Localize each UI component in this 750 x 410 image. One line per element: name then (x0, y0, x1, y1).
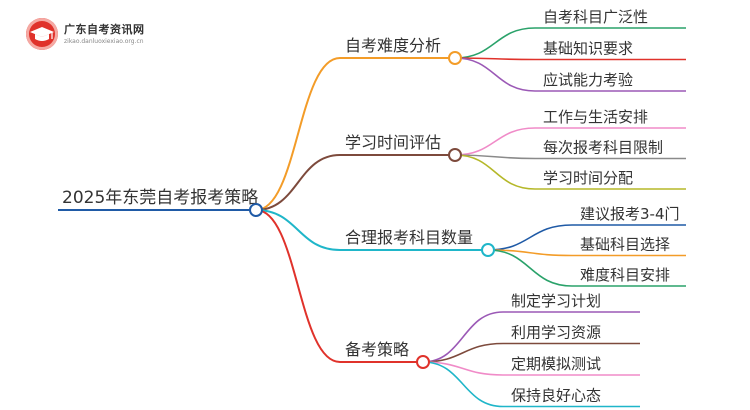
leaf-label: 每次报考科目限制 (543, 139, 663, 157)
graduation-cap-icon (26, 18, 58, 50)
branch-connector (255, 209, 341, 363)
leaf-label: 学习时间分配 (543, 169, 633, 187)
leaf-connector (454, 154, 536, 190)
branch-connector (255, 209, 341, 251)
leaf-label: 保持良好心态 (511, 387, 601, 405)
leaf-connector (454, 57, 536, 92)
site-logo[interactable]: 广东自考资讯网 zikao.danluoxiexiao.org.cn (26, 18, 156, 52)
leaf-connector (454, 57, 536, 61)
branch-node[interactable] (448, 148, 462, 162)
leaf-label: 难度科目安排 (580, 266, 670, 284)
leaf-label: 工作与生活安排 (543, 108, 648, 126)
leaf-label: 基础知识要求 (543, 40, 633, 58)
leaf-label: 制定学习计划 (511, 292, 601, 310)
leaf-connector (487, 249, 573, 257)
leaf-connector (454, 127, 536, 156)
leaf-connector (454, 27, 536, 59)
branch-node[interactable] (448, 51, 462, 65)
branch-connector (255, 154, 341, 211)
leaf-label: 应试能力考验 (543, 71, 633, 89)
leaf-connector (422, 311, 504, 363)
leaf-connector (422, 361, 504, 376)
leaf-label: 自考科目广泛性 (543, 8, 648, 26)
root-label: 2025年东莞自考报考策略 (62, 188, 258, 208)
leaf-connector (487, 249, 573, 287)
branch-label: 备考策略 (345, 340, 409, 359)
branch-label: 合理报考科目数量 (345, 228, 473, 247)
leaf-connector (454, 154, 536, 160)
leaf-connector (422, 342, 504, 363)
mindmap-edges (58, 27, 686, 408)
branch-connector (255, 57, 341, 211)
site-name: 广东自考资讯网 (64, 23, 145, 36)
leaf-label: 利用学习资源 (511, 324, 601, 342)
leaf-label: 定期模拟测试 (511, 355, 601, 373)
branch-label: 自考难度分析 (345, 36, 441, 55)
root-node[interactable] (249, 203, 263, 217)
branch-label: 学习时间评估 (345, 133, 441, 152)
leaf-label: 建议报考3-4门 (580, 205, 680, 223)
branch-node[interactable] (416, 355, 430, 369)
leaf-label: 基础科目选择 (580, 236, 670, 254)
leaf-connector (487, 224, 573, 251)
site-domain: zikao.danluoxiexiao.org.cn (64, 38, 144, 45)
leaf-connector (422, 361, 504, 408)
branch-node[interactable] (481, 243, 495, 257)
